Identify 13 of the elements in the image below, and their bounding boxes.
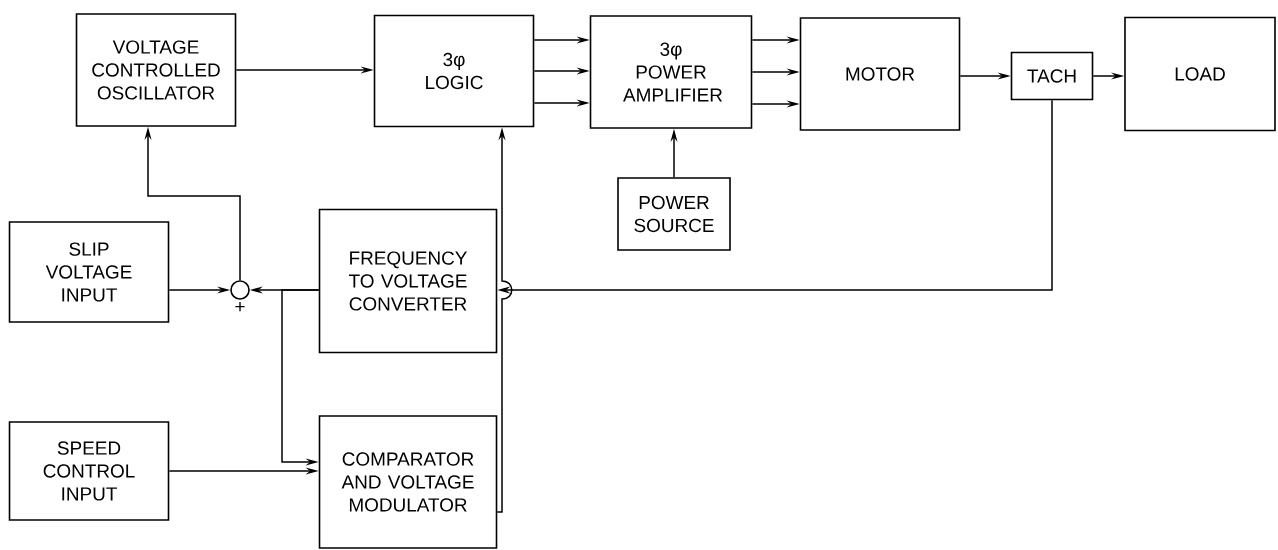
process-box: TACH xyxy=(1010,51,1094,101)
process-box: LOAD xyxy=(1124,16,1276,132)
process-box: VOLTAGE CONTROLLED OSCILLATOR xyxy=(75,13,237,127)
summing-junction xyxy=(230,280,250,300)
process-box: MOTOR xyxy=(799,17,961,131)
process-box: SLIP VOLTAGE INPUT xyxy=(8,221,170,323)
process-box: 3φ LOGIC xyxy=(373,14,535,128)
process-box: POWER SOURCE xyxy=(617,177,731,251)
process-box: FREQUENCY TO VOLTAGE CONVERTER xyxy=(318,208,498,354)
process-box: COMPARATOR AND VOLTAGE MODULATOR xyxy=(318,415,498,549)
plus-sign: + xyxy=(235,302,245,312)
process-box: 3φ POWER AMPLIFIER xyxy=(589,15,753,129)
process-box: SPEED CONTROL INPUT xyxy=(8,421,170,521)
